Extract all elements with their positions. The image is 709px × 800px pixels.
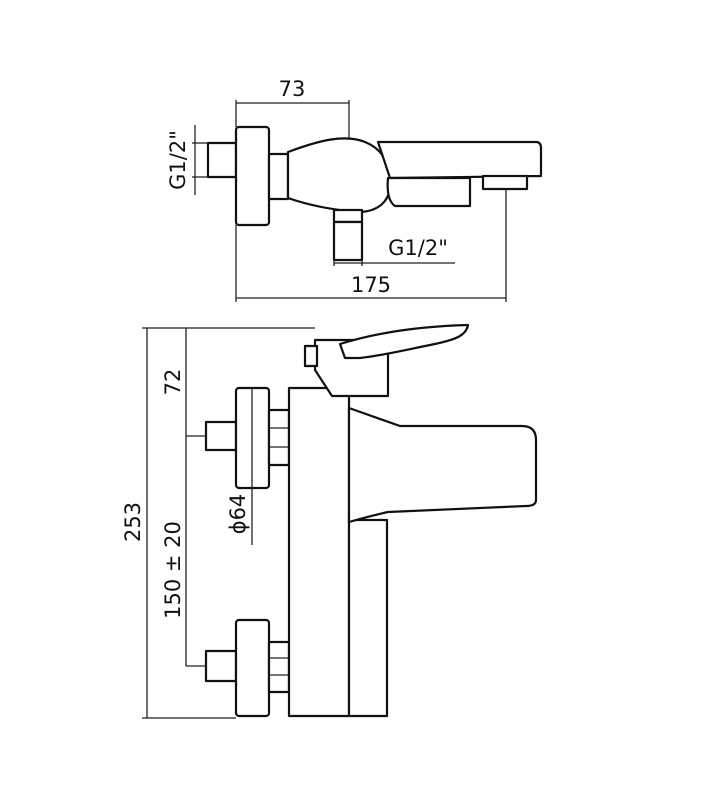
front-lower-housing	[347, 518, 389, 718]
dim-72: 72	[161, 369, 185, 396]
top-view: 73 G1/2" G1/2" 175	[166, 77, 543, 302]
top-lower-connector	[332, 208, 364, 224]
front-upper-inlet-pipe	[204, 420, 238, 452]
dim-253: 253	[121, 502, 145, 542]
dim-thread-outlet: G1/2"	[388, 236, 448, 260]
dim-flange-diameter: ϕ64	[226, 494, 250, 535]
dim-150-20: 150 ± 20	[161, 521, 185, 619]
top-spout	[376, 140, 543, 180]
dim-73: 73	[279, 77, 306, 101]
top-nut	[267, 152, 290, 201]
front-main-body	[287, 386, 351, 718]
front-cartridge-cap	[303, 344, 319, 368]
dim-thread-inlet: G1/2"	[166, 130, 190, 190]
top-outlet	[481, 174, 529, 191]
top-inlet-pipe	[206, 141, 238, 179]
top-lower-connector-pipe	[332, 220, 364, 262]
front-lower-flange	[234, 618, 271, 718]
dim-175: 175	[351, 273, 391, 297]
front-view: 253 72 150 ± 20 ϕ64	[121, 323, 538, 719]
front-spout	[347, 406, 538, 524]
top-body	[286, 137, 392, 214]
top-wall-flange	[234, 125, 271, 227]
front-lower-inlet-pipe	[204, 649, 238, 683]
top-spout-tray	[386, 176, 472, 208]
front-lever-handle	[338, 323, 470, 360]
front-upper-nut	[267, 408, 291, 467]
front-lower-nut	[267, 640, 291, 694]
